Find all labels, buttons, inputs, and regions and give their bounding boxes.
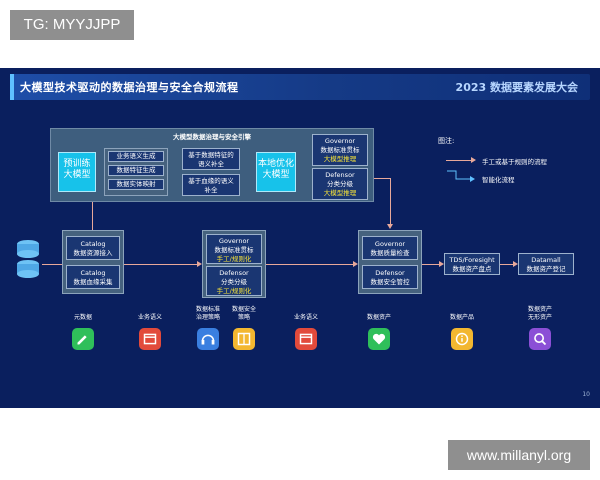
connector	[266, 264, 354, 265]
database-icon	[17, 240, 39, 278]
defensor-name: Defensor	[325, 171, 355, 179]
title-bar	[10, 74, 590, 100]
catalog-access-box: Catalog 数据资源接入	[66, 236, 120, 260]
defensor-sub: 分类分级	[327, 179, 353, 188]
slide-title: 大模型技术驱动的数据治理与安全合规流程	[20, 81, 239, 94]
governor-manual-box: Governor 数据标准贯标 手工/规则化	[206, 234, 262, 264]
defensor-manual-box: Defensor 分类分级 手工/规则化	[206, 266, 262, 296]
governor-llm-box: Governor 数据标准贯标 大模型推理	[312, 134, 368, 166]
defensor-llm-box: Defensor 分类分级 大模型推理	[312, 168, 368, 200]
watermark-top: TG: MYYJJPP	[10, 10, 134, 40]
output-label: 元数据	[73, 314, 92, 321]
lineage-supplement-box: 基于血缘的语义补全	[182, 174, 240, 196]
pretrain-label: 预训练 大模型	[63, 159, 91, 181]
arrow-head	[197, 261, 202, 267]
connector	[124, 264, 198, 265]
governor-tag: 大模型推理	[323, 154, 357, 163]
legend-manual-text: 手工或基于规则的流程	[482, 158, 547, 166]
catalog-sub: 数据血缘采集	[73, 277, 113, 286]
governor-name: Governor	[374, 240, 406, 248]
pretrain-model-box: 预训练 大模型	[58, 152, 96, 192]
arrow-head	[353, 261, 358, 267]
window-icon	[295, 328, 317, 350]
defensor-tag: 大模型推理	[323, 188, 357, 197]
semantic-item: 数据特征生成	[108, 165, 164, 176]
tds-name: TDS/Foresight	[449, 256, 495, 264]
semantic-item-label: 数据特征生成	[116, 166, 156, 174]
local-model-label: 本地优化 大模型	[257, 159, 294, 181]
semantic-item: 业务语义生成	[108, 151, 164, 162]
defensor-name: Defensor	[219, 269, 249, 277]
catalog-sub: 数据资源接入	[73, 248, 113, 257]
connector	[42, 264, 62, 265]
local-model-box: 本地优化 大模型	[256, 152, 296, 192]
connector	[390, 178, 391, 225]
legend-intelligent-line	[447, 170, 475, 182]
output-label: 数据标准 治理策略	[195, 306, 220, 321]
slide: 大模型技术驱动的数据治理与安全合规流程 2023 数据要素发展大会 大模型数据治…	[0, 68, 600, 408]
feature-supplement-label: 基于数据特征的语义补全	[188, 151, 234, 168]
lineage-supplement-label: 基于血缘的语义补全	[188, 177, 234, 194]
tds-box: TDS/Foresight 数据资产盘点	[444, 253, 500, 275]
defensor-sub: 数据安全管控	[370, 277, 410, 286]
info-icon	[451, 328, 473, 350]
defensor-sub: 分类分级	[221, 277, 247, 286]
catalog-name: Catalog	[80, 240, 106, 248]
governor-sub: 数据标准贯标	[214, 245, 254, 254]
legend-title: 图注:	[438, 137, 455, 145]
defensor-tag: 手工/规则化	[216, 286, 252, 295]
governor-sub: 数据标准贯标	[320, 145, 360, 154]
semantic-item-label: 数据实体映射	[116, 180, 156, 188]
governor-quality-box: Governor 数据质量检查	[362, 236, 418, 260]
engine-title: 大模型数据治理与安全引擎	[173, 133, 251, 141]
arrow-head	[387, 224, 393, 229]
book-icon	[233, 328, 255, 350]
arrow-head	[471, 157, 476, 163]
title-accent	[10, 74, 14, 100]
arrow-head	[439, 261, 444, 267]
legend-manual-line	[446, 160, 472, 161]
governor-name: Governor	[324, 137, 356, 145]
page-number: 10	[582, 391, 590, 398]
output-label: 数据资产 无形资产	[527, 306, 552, 321]
heart-icon	[368, 328, 390, 350]
legend-intelligent-text: 智能化流程	[482, 176, 515, 184]
output-label: 数据安全 策略	[231, 306, 256, 321]
governor-sub: 数据质量检查	[370, 248, 410, 257]
catalog-lineage-box: Catalog 数据血缘采集	[66, 265, 120, 289]
semantic-item: 数据实体映射	[108, 179, 164, 190]
output-label: 业务语义	[293, 314, 318, 321]
connector	[422, 264, 440, 265]
connector	[500, 264, 514, 265]
event-brand: 2023 数据要素发展大会	[455, 81, 578, 94]
governor-name: Governor	[218, 237, 250, 245]
semantic-item-label: 业务语义生成	[116, 152, 156, 160]
pencil-icon	[72, 328, 94, 350]
catalog-name: Catalog	[80, 269, 106, 277]
search-icon	[529, 328, 551, 350]
output-label: 数据资产	[366, 314, 391, 321]
defensor-name: Defensor	[375, 269, 405, 277]
headset-icon	[197, 328, 219, 350]
connector	[92, 202, 93, 230]
output-label: 业务语义	[137, 314, 162, 321]
window-icon	[139, 328, 161, 350]
datamall-sub: 数据资产登记	[526, 264, 566, 273]
datamall-name: Datamall	[531, 256, 561, 264]
output-label: 数据产品	[449, 314, 474, 321]
governor-tag: 手工/规则化	[216, 254, 252, 263]
tds-sub: 数据资产盘点	[452, 264, 492, 273]
arrow-head	[513, 261, 518, 267]
connector	[374, 178, 390, 179]
defensor-security-box: Defensor 数据安全管控	[362, 265, 418, 289]
watermark-bottom: www.millanyl.org	[448, 440, 590, 470]
feature-supplement-box: 基于数据特征的语义补全	[182, 148, 240, 170]
datamall-box: Datamall 数据资产登记	[518, 253, 574, 275]
